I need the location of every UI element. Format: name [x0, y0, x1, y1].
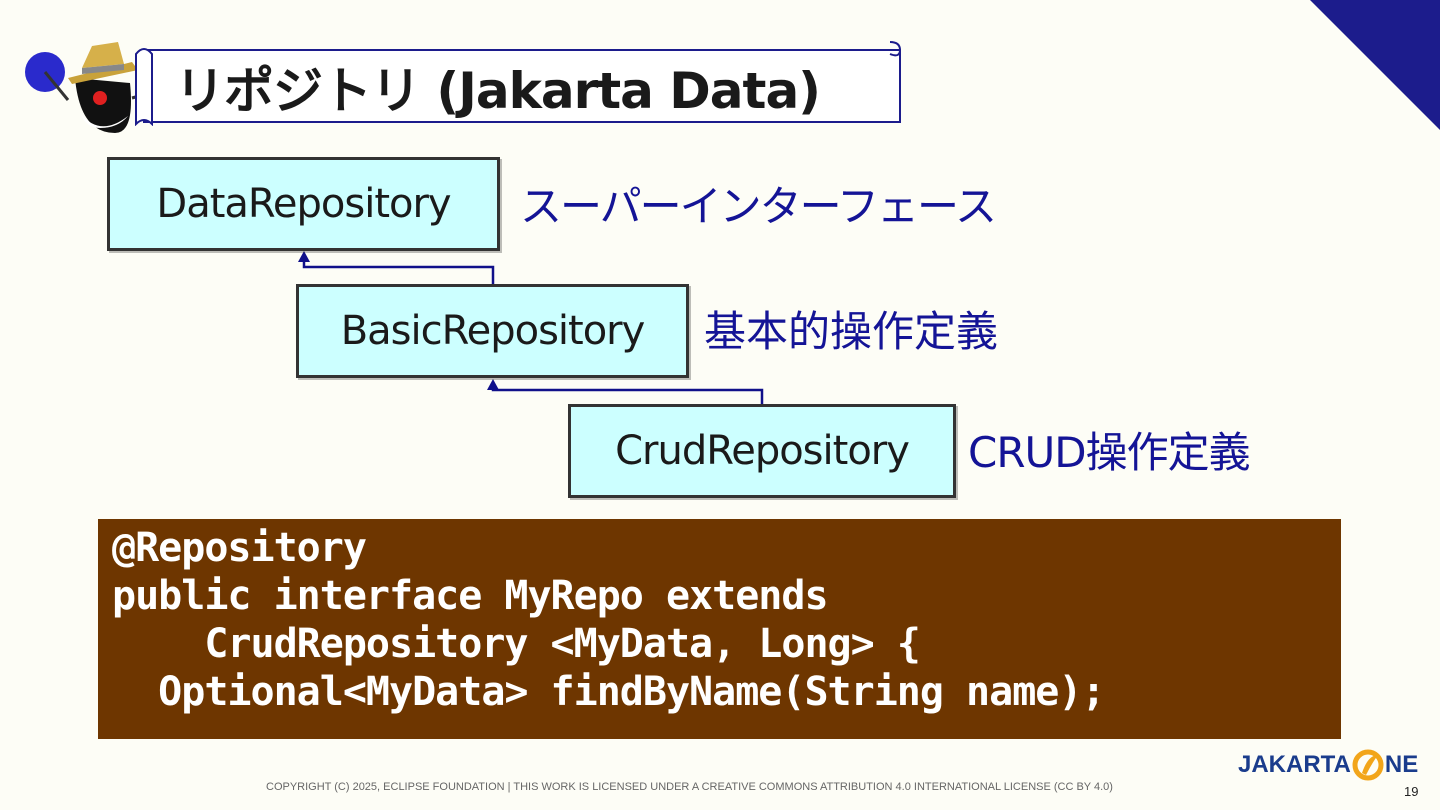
- code-line: @Repository: [112, 525, 367, 571]
- code-line: CrudRepository <MyData, Long> {: [112, 621, 921, 667]
- slide-title: リポジトリ (Jakarta Data): [175, 62, 821, 120]
- arrowhead-basic: [487, 379, 499, 390]
- page-number: 19: [1404, 784, 1419, 799]
- box-label: BasicRepository: [340, 308, 646, 354]
- note-crud-operations: CRUD操作定義: [968, 428, 1251, 477]
- jakarta-sail-icon: [1352, 749, 1384, 781]
- logo-text-left: JAKARTA: [1238, 751, 1351, 778]
- box-data-repository: DataRepository: [107, 157, 500, 251]
- code-line: public interface MyRepo extends: [112, 573, 829, 619]
- arrow-crud-to-basic: [491, 388, 764, 404]
- note-basic-operations: 基本的操作定義: [704, 307, 999, 356]
- title-scroll: [135, 41, 902, 126]
- duke-mascot-icon: [25, 42, 147, 133]
- copyright-notice: COPYRIGHT (C) 2025, ECLIPSE FOUNDATION |…: [266, 781, 1113, 793]
- note-super-interface: スーパーインターフェース: [520, 182, 997, 231]
- code-line: Optional<MyData> findByName(String name)…: [112, 669, 1105, 715]
- box-basic-repository: BasicRepository: [296, 284, 689, 378]
- jakarta-one-logo: JAKARTA NE: [1238, 748, 1418, 782]
- box-label: DataRepository: [156, 181, 451, 227]
- arrow-basic-to-data: [302, 260, 495, 284]
- box-label: CrudRepository: [615, 428, 910, 474]
- arrowhead-data: [298, 251, 310, 262]
- box-crud-repository: CrudRepository: [568, 404, 956, 498]
- logo-text-right: NE: [1384, 751, 1419, 778]
- code-block: @Repository public interface MyRepo exte…: [98, 519, 1341, 739]
- corner-triangle: [1310, 0, 1440, 130]
